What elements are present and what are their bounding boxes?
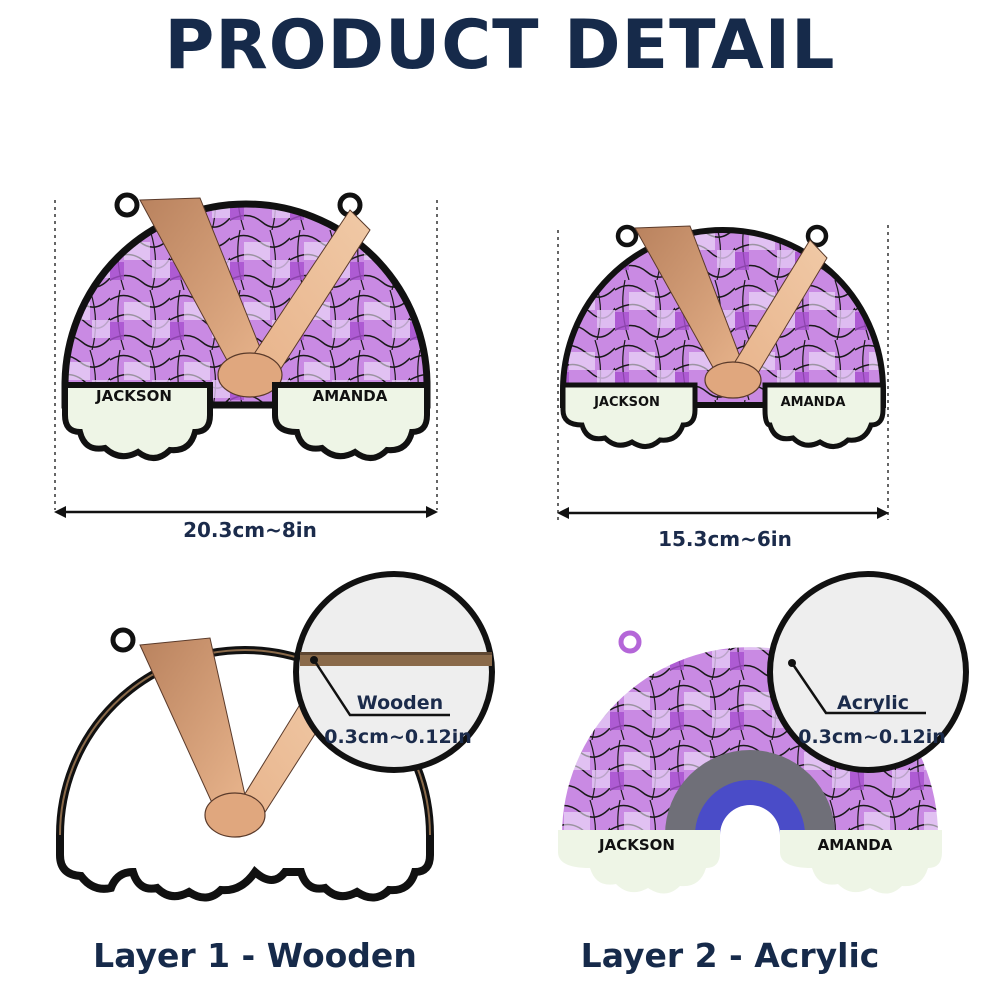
name-left: JACKSON (95, 387, 172, 405)
name-left: JACKSON (598, 836, 675, 854)
layer-1-label: Layer 1 - Wooden (93, 936, 417, 975)
page-title: PRODUCT DETAIL (164, 6, 836, 85)
acrylic-thickness-label: 0.3cm~0.12in (798, 726, 946, 748)
dimension-small: 15.3cm~6in (658, 527, 792, 551)
dimension-large: 20.3cm~8in (183, 518, 317, 542)
name-right: AMANDA (818, 836, 893, 854)
wooden-thickness-label: 0.3cm~0.12in (324, 726, 472, 748)
ornament-large: JACKSON AMANDA (54, 192, 438, 518)
acrylic-material-label: Acrylic (836, 692, 909, 714)
name-right: AMANDA (781, 395, 846, 410)
magnifier-wooden (293, 571, 495, 773)
ornament-small: JACKSON AMANDA (557, 224, 889, 520)
name-left: JACKSON (593, 395, 660, 410)
magnifier-acrylic (767, 571, 969, 773)
layer-2-label: Layer 2 - Acrylic (580, 936, 880, 975)
name-right: AMANDA (313, 387, 388, 405)
wooden-material-label: Wooden (356, 692, 444, 714)
